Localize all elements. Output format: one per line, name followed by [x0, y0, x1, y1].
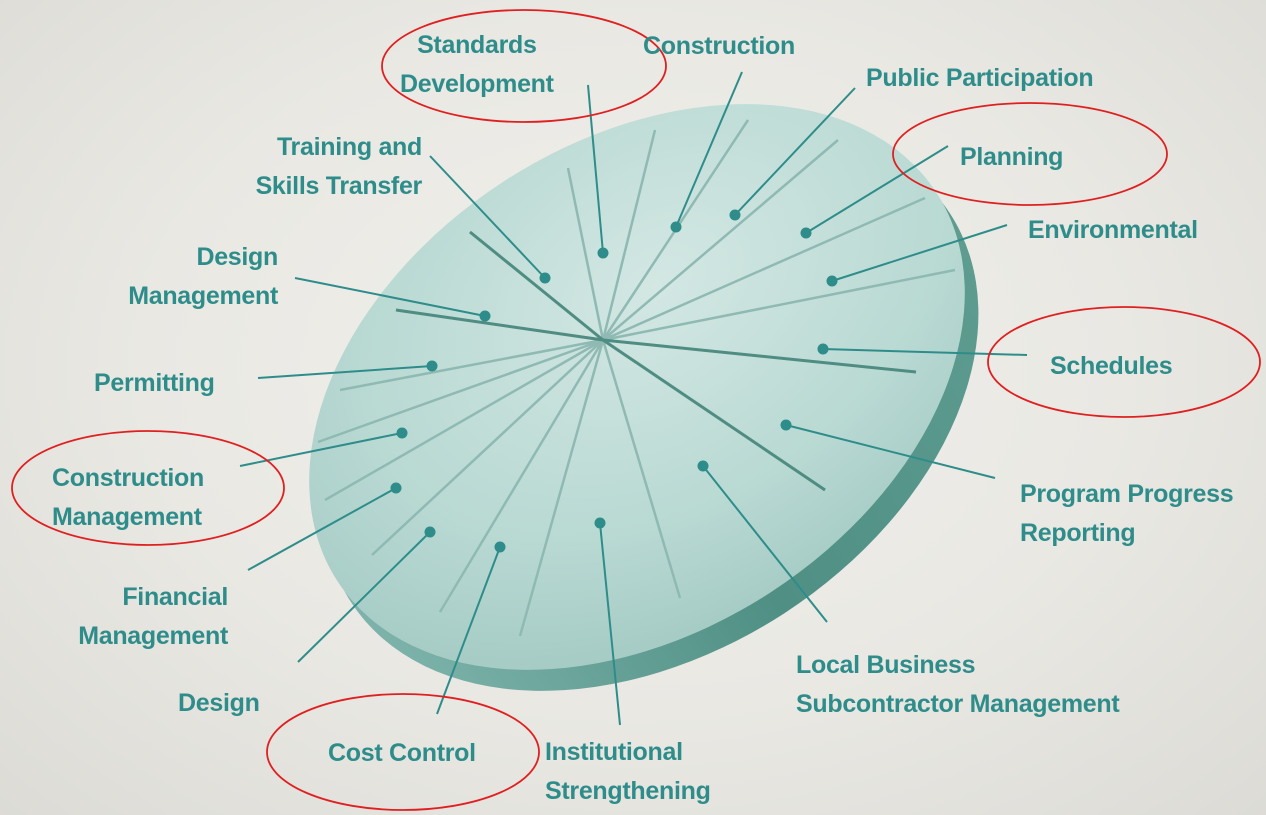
highlight-cost-control — [266, 693, 540, 811]
label-design: Design — [178, 689, 260, 717]
label-permitting: Permitting — [94, 369, 215, 397]
label-standards-development: Standards Development — [400, 31, 554, 98]
label-institutional-strengthening: Institutional Strengthening — [545, 738, 711, 805]
label-schedules: Schedules — [1050, 352, 1173, 380]
pie-top — [309, 104, 965, 670]
label-financial-management: Financial Management — [78, 583, 228, 650]
label-training-skills-transfer: Training and Skills Transfer — [255, 133, 423, 200]
label-construction-management: Construction Management — [52, 464, 204, 531]
leader-dots — [390, 209, 838, 553]
label-environmental: Environmental — [1028, 216, 1198, 244]
label-planning: Planning — [960, 143, 1064, 171]
label-design-management: Design Management — [128, 243, 278, 310]
slice-cuts — [395, 230, 917, 492]
highlight-construction-management — [11, 430, 285, 546]
label-public-participation: Public Participation — [866, 64, 1094, 92]
highlight-ellipses — [11, 9, 1261, 811]
label-cost-control: Cost Control — [328, 739, 476, 767]
highlight-schedules — [987, 306, 1261, 418]
label-program-progress-reporting: Program Progress Reporting — [1020, 480, 1234, 547]
highlight-standards-development — [381, 9, 667, 123]
label-construction: Construction — [643, 32, 795, 60]
label-local-business-subcontractor-management: Local Business Subcontractor Management — [796, 651, 1120, 718]
highlight-planning — [892, 102, 1168, 206]
